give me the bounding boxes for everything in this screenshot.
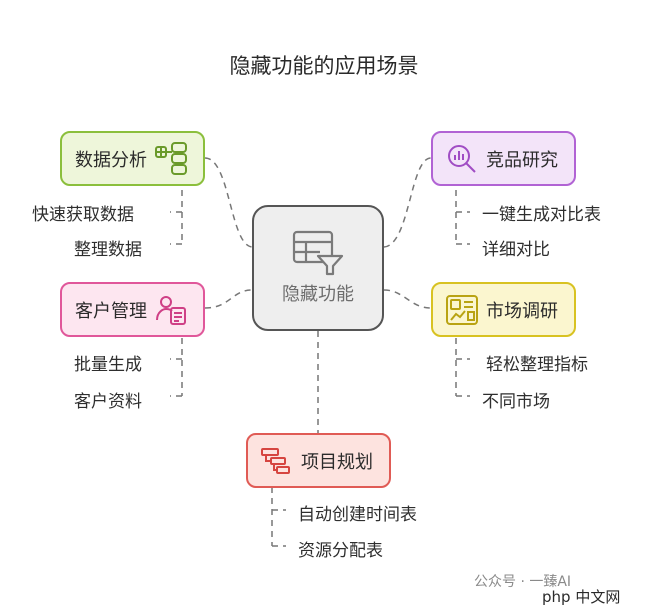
leaf-resource-allocation: 资源分配表 (298, 541, 383, 561)
branch-label: 项目规划 (301, 451, 373, 473)
branch-project-planning: 项目规划 (246, 433, 391, 488)
branch-market-research: 市场调研 (431, 282, 576, 337)
dashboard-icon (446, 294, 478, 326)
branch-data-analysis: 数据分析 (60, 131, 205, 186)
gantt-icon (261, 446, 291, 476)
branch-label: 竞品研究 (486, 149, 558, 171)
page-title: 隐藏功能的应用场景 (229, 54, 419, 78)
branch-label: 数据分析 (75, 149, 147, 171)
leaf-organize-data: 整理数据 (74, 240, 142, 260)
database-list-icon (155, 141, 189, 176)
leaf-auto-timeline: 自动创建时间表 (298, 505, 417, 525)
leaf-customer-info: 客户资料 (74, 392, 142, 412)
center-label: 隐藏功能 (282, 284, 354, 305)
user-card-icon (155, 294, 187, 326)
leaf-organize-metrics: 轻松整理指标 (486, 355, 588, 375)
branch-label: 客户管理 (75, 300, 147, 322)
branch-customer-management: 客户管理 (60, 282, 205, 337)
watermark-wechat: 公众号 · 一臻AI (474, 574, 572, 590)
table-filter-icon (292, 230, 344, 276)
branch-competitor-research: 竞品研究 (431, 131, 576, 186)
branch-label: 市场调研 (486, 300, 558, 322)
watermark-site: php 中文网 (542, 588, 621, 606)
leaf-generate-compare-table: 一键生成对比表 (482, 205, 601, 225)
leaf-different-markets: 不同市场 (482, 392, 550, 412)
leaf-detailed-compare: 详细对比 (482, 240, 550, 260)
leaf-batch-generate: 批量生成 (74, 355, 142, 375)
search-chart-icon (446, 143, 478, 175)
leaf-quick-get-data: 快速获取数据 (32, 205, 134, 225)
center-node: 隐藏功能 (252, 205, 384, 331)
